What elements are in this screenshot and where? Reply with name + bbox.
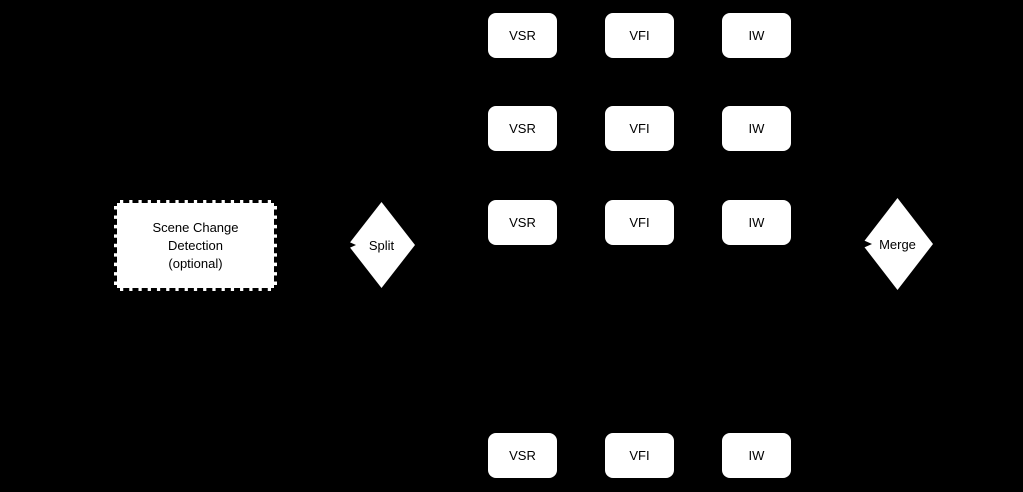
node-vfi-row-3: VFI <box>605 200 674 245</box>
node-split-diamond: Split <box>348 202 415 288</box>
scene-change-line-1: Scene Change <box>152 219 239 235</box>
iw-row-1-label: IW <box>748 28 765 43</box>
vfi-row-4-label: VFI <box>629 448 650 463</box>
vfi-row-3-label: VFI <box>629 215 650 230</box>
iw-row-2-label: IW <box>748 121 765 136</box>
node-vsr-row-3: VSR <box>488 200 557 245</box>
iw-row-4-label: IW <box>748 448 765 463</box>
vsr-row-3-label: VSR <box>509 215 536 230</box>
merge-label: Merge <box>879 236 916 252</box>
vsr-row-2-label: VSR <box>509 121 536 136</box>
node-vfi-row-2: VFI <box>605 106 674 151</box>
node-scene-change-detection: Scene Change Detection (optional) <box>114 200 277 291</box>
vfi-row-2-label: VFI <box>629 121 650 136</box>
vsr-row-1-label: VSR <box>509 28 536 43</box>
vfi-row-1-label: VFI <box>629 28 650 43</box>
node-vfi-row-4: VFI <box>605 433 674 478</box>
node-merge-diamond: Merge <box>862 198 933 290</box>
scene-change-line-2: Detection <box>168 237 223 253</box>
node-iw-row-2: IW <box>722 106 791 151</box>
node-iw-row-3: IW <box>722 200 791 245</box>
node-vsr-row-4: VSR <box>488 433 557 478</box>
node-vsr-row-1: VSR <box>488 13 557 58</box>
node-vfi-row-1: VFI <box>605 13 674 58</box>
scene-change-line-3: (optional) <box>168 255 223 271</box>
split-label: Split <box>368 237 395 253</box>
node-vsr-row-2: VSR <box>488 106 557 151</box>
iw-row-3-label: IW <box>748 215 765 230</box>
node-iw-row-4: IW <box>722 433 791 478</box>
node-iw-row-1: IW <box>722 13 791 58</box>
vsr-row-4-label: VSR <box>509 448 536 463</box>
